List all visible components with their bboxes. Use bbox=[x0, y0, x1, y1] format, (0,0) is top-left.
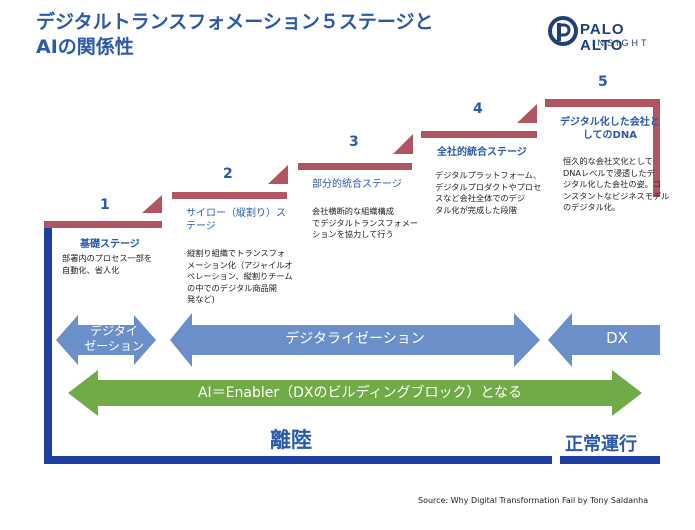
stage-5-description: 恒久的な会社文化として DNAレベルで浸透したデ ジタル化した会社の姿。コ ンス… bbox=[563, 156, 670, 212]
step-5-side bbox=[653, 99, 660, 197]
staircase bbox=[44, 99, 660, 228]
stage-3-number: 3 bbox=[349, 134, 359, 150]
step-2-bar bbox=[172, 192, 287, 199]
digitization-arrow bbox=[56, 315, 156, 365]
stage-1-title: 基礎ステージ bbox=[80, 239, 140, 250]
stage-1-number: 1 bbox=[100, 197, 110, 213]
frame-left-bar bbox=[44, 228, 52, 464]
step-4-riser bbox=[517, 104, 537, 123]
frame-bottom-bar-right bbox=[560, 456, 660, 464]
digitalization-label: デジタライゼーション bbox=[285, 331, 425, 347]
stage-5-number: 5 bbox=[598, 74, 608, 90]
stage-2-description: 縦割り組織でトランスフォ メーション化（アジャイルオ ペレーション、縦割りチーム… bbox=[187, 248, 293, 304]
step-3-bar bbox=[298, 163, 412, 170]
ai-enabler-label: AI＝Enabler（DXのビルディングブロック）となる bbox=[197, 385, 523, 401]
stage-5-title: デジタル化した会社と してのDNA bbox=[560, 117, 660, 141]
stage-3-title: 部分的統合ステージ bbox=[312, 179, 402, 190]
dx-label: DX bbox=[606, 329, 628, 347]
logo-subtitle: INSIGHT bbox=[592, 38, 650, 48]
frame-bottom-bar bbox=[44, 456, 552, 464]
step-1-riser bbox=[142, 195, 162, 213]
normal-operation-label: 正常運行 bbox=[565, 434, 637, 455]
digitization-label: デジタイ ゼーション bbox=[84, 324, 144, 353]
step-2-riser bbox=[268, 165, 288, 184]
step-5-bar bbox=[545, 99, 660, 107]
step-3-riser bbox=[393, 134, 413, 154]
stage-1-description: 部署内のプロセス一部を 自動化、省人化 bbox=[62, 253, 153, 275]
stage-4-title: 全社的統合ステージ bbox=[437, 147, 527, 158]
digitalization-arrow bbox=[170, 313, 540, 367]
takeoff-label: 離陸 bbox=[270, 428, 312, 452]
ai-enabler-arrow bbox=[68, 370, 642, 416]
logo-name: PALO ALTO bbox=[580, 21, 625, 54]
stage-2-number: 2 bbox=[223, 166, 233, 182]
source-caption: Source: Why Digital Transformation Fail … bbox=[418, 496, 649, 505]
step-1-bar bbox=[44, 221, 162, 228]
stage-2-title: サイロー（縦割り）ス テージ bbox=[186, 208, 286, 232]
stage-4-number: 4 bbox=[473, 101, 483, 117]
page-title: デジタルトランスフォメーション５ステージと AIの関係性 bbox=[36, 11, 434, 58]
logo-icon bbox=[548, 16, 578, 46]
step-4-bar bbox=[421, 131, 537, 138]
stage-3-description: 会社横断的な組織構成 でデジタルトランスフォメー ションを協力して行う bbox=[312, 206, 419, 239]
stage-4-description: デジタルプラットフォーム、 デジタルプロダクトやプロセ スなど会社全体でのデジ … bbox=[435, 170, 542, 215]
dx-arrow bbox=[548, 313, 660, 367]
